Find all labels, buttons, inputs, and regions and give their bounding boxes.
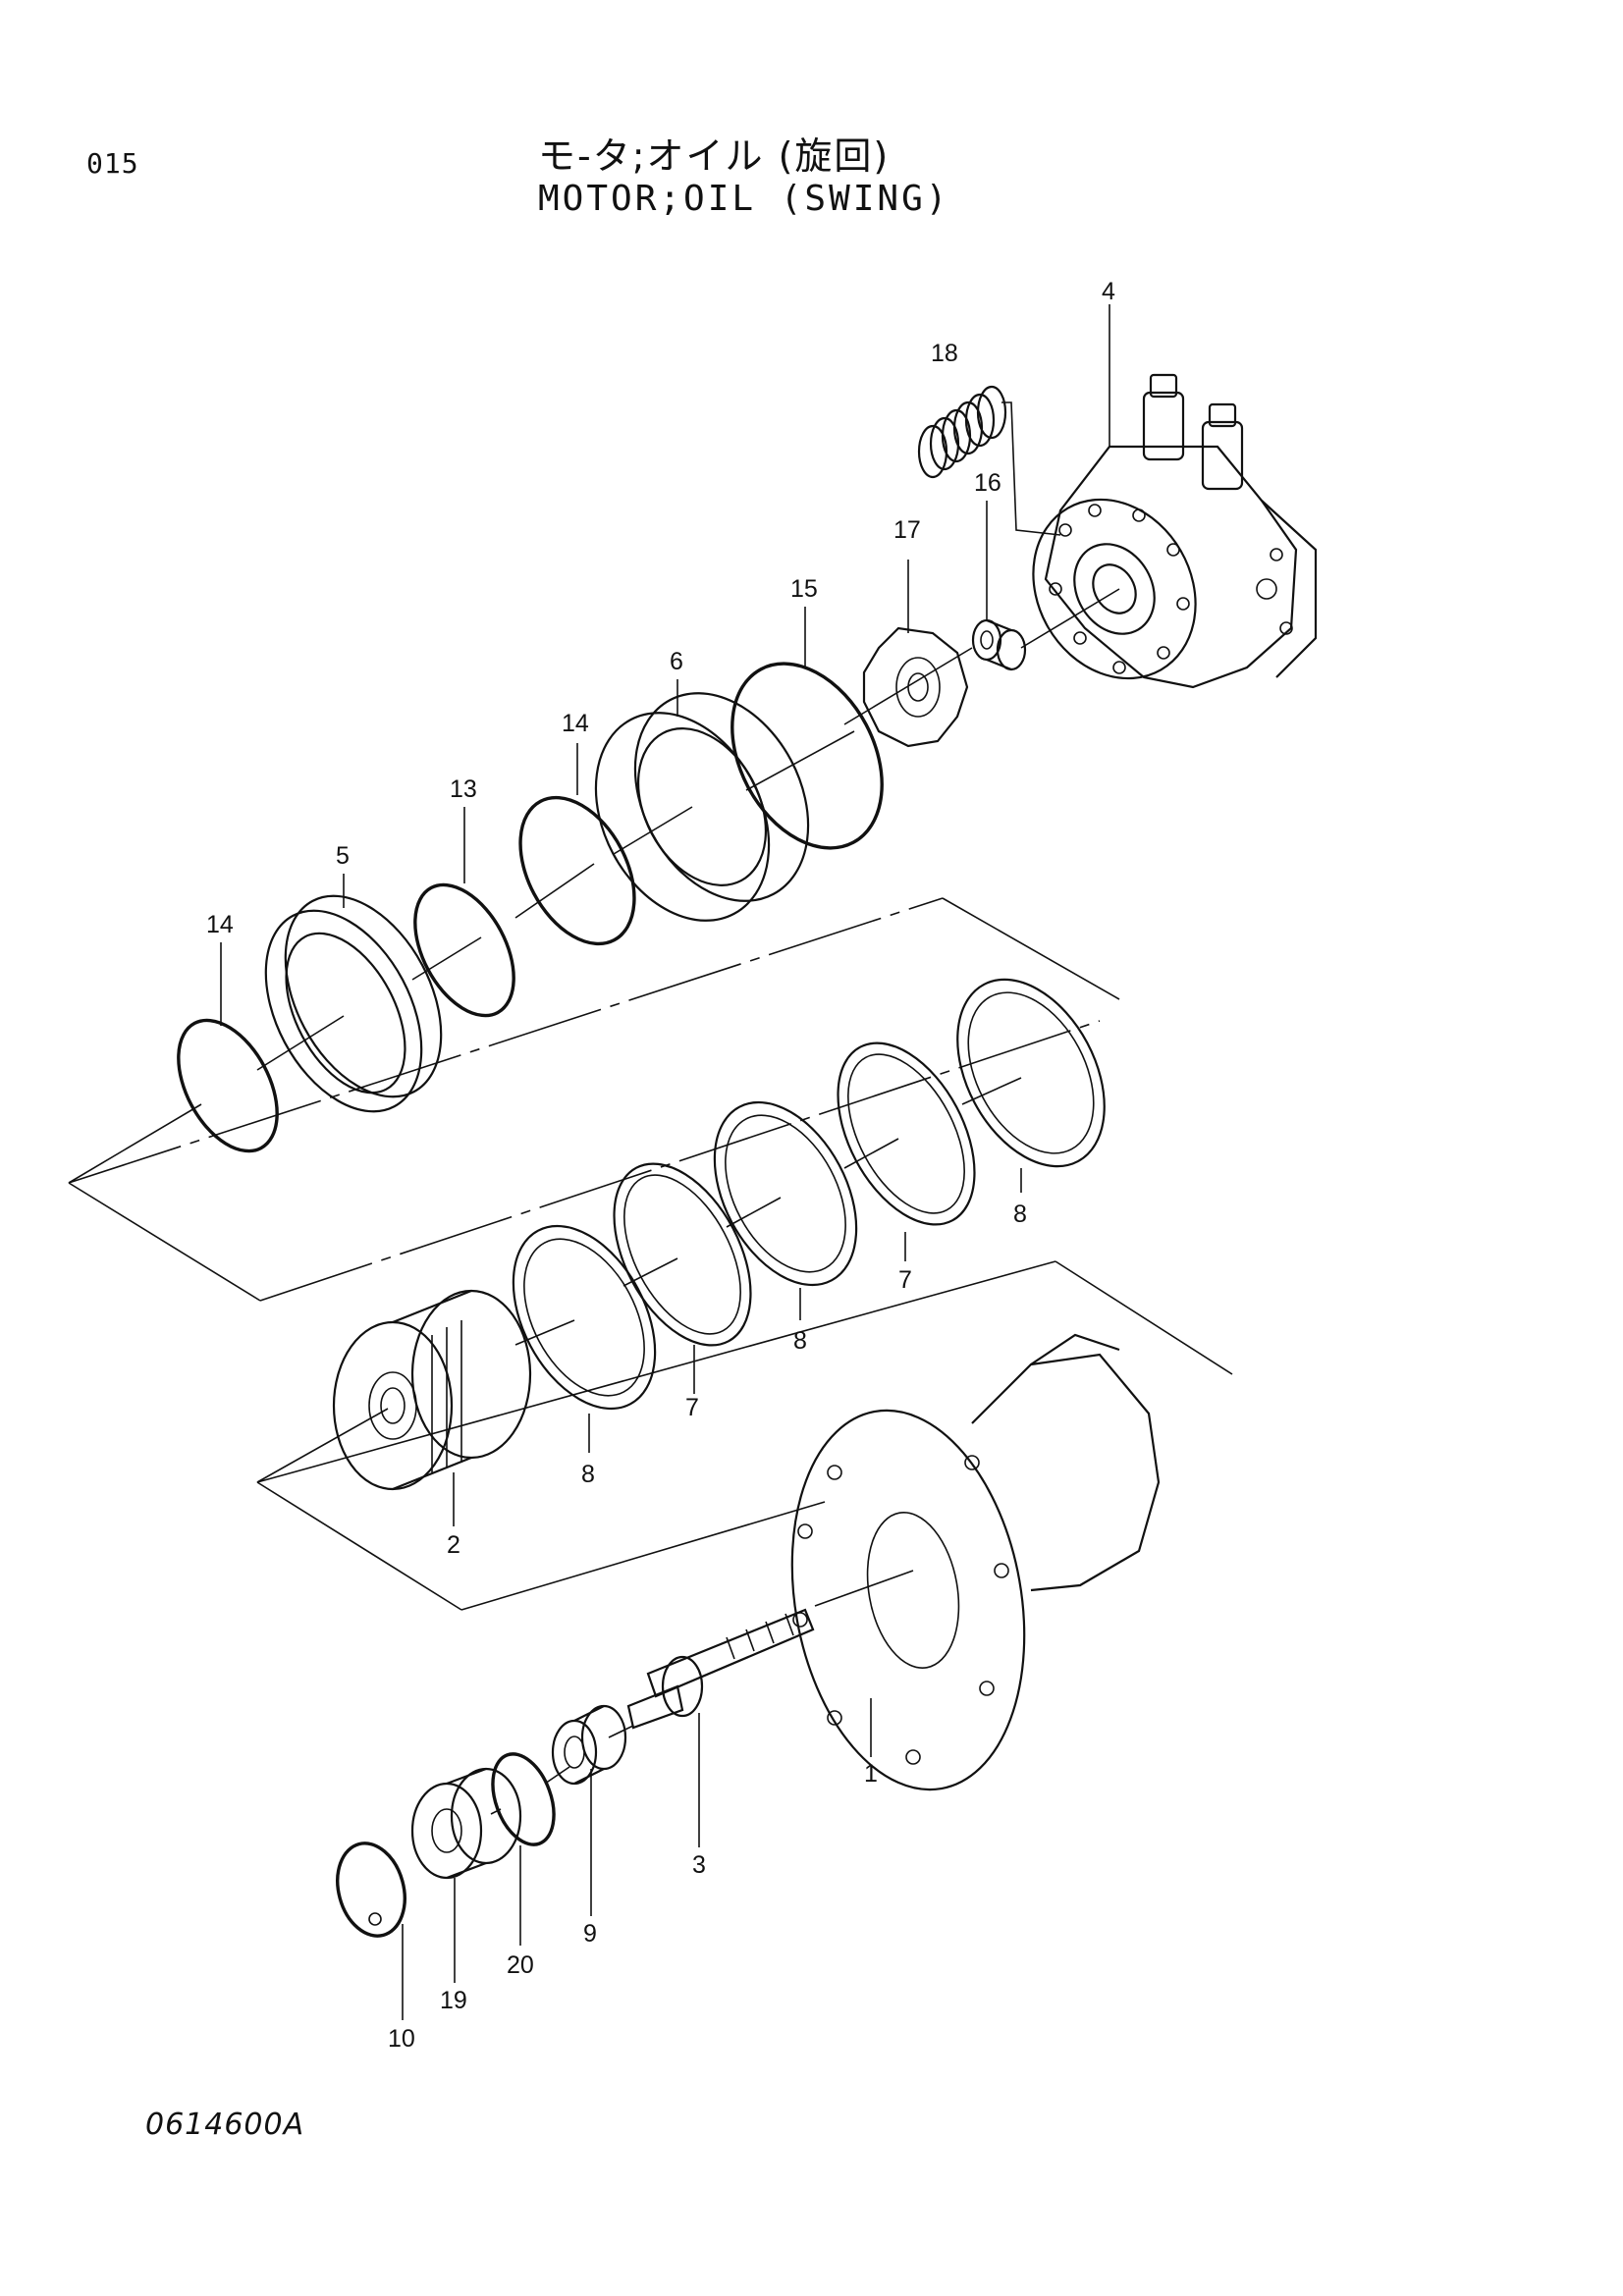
callout-19: 19 [440,1987,467,2014]
part-7b-separator-plate [613,1162,752,1347]
part-8b-friction-plate [713,1100,858,1287]
part-15-o-ring [730,662,884,850]
part-8a-friction-plate [956,978,1106,1168]
part-2-cylinder-block [332,1289,532,1491]
title-english: MOTOR;OIL (SWING) [538,179,950,219]
part-14a-o-ring [518,795,636,946]
callout-9: 9 [583,1920,597,1948]
callout-20: 20 [507,1951,534,1979]
callout-1: 1 [864,1760,878,1788]
part-3-shaft [626,1608,815,1730]
callout-8b: 8 [793,1327,807,1355]
callout-labels: 4 18 16 17 15 6 14 13 5 14 8 7 8 7 8 2 1… [206,278,1115,2053]
callout-15: 15 [790,575,818,603]
assembly-axis-lines [68,588,1120,1815]
callout-16: 16 [974,469,1001,497]
callout-6: 6 [670,648,683,675]
part-1-housing [790,1333,1161,1791]
assembly-frame-upper [68,897,1120,1302]
callout-14b: 14 [206,911,234,938]
part-7a-separator-plate [837,1041,976,1226]
part-18-spring [917,385,1061,536]
part-4-valve-casing [1032,373,1318,689]
part-9-bearing [551,1704,627,1786]
callout-3: 3 [692,1851,706,1879]
callout-leaders [220,304,1110,2020]
callout-14a: 14 [562,710,589,737]
callout-8c: 8 [581,1461,595,1488]
callout-4: 4 [1102,278,1115,305]
part-20-o-ring [491,1752,556,1846]
callout-7b: 7 [685,1394,699,1421]
callout-8a: 8 [1013,1201,1027,1228]
part-19-bearing [410,1767,522,1880]
part-10-snap-ring [336,1842,406,1938]
callout-10: 10 [388,2025,415,2053]
callout-5: 5 [336,842,350,870]
callout-18: 18 [931,340,958,367]
part-5-piston [264,894,443,1113]
part-8c-friction-plate [512,1224,657,1411]
part-6-cover [594,692,810,922]
title-japanese: モ-タ;オイル (旋回) [538,134,891,178]
drawing-code: 0614600A [145,2108,305,2142]
callout-13: 13 [450,775,477,803]
callout-17: 17 [893,516,921,544]
part-13-o-ring [413,882,515,1018]
callout-7a: 7 [898,1266,912,1294]
assembly-frame-lower [256,1260,1233,1611]
part-14b-o-ring [177,1018,279,1153]
callout-2: 2 [447,1531,460,1559]
part-17-valve-plate [862,626,969,748]
page-number: 015 [86,147,139,180]
part-16-bushing [971,618,1027,671]
